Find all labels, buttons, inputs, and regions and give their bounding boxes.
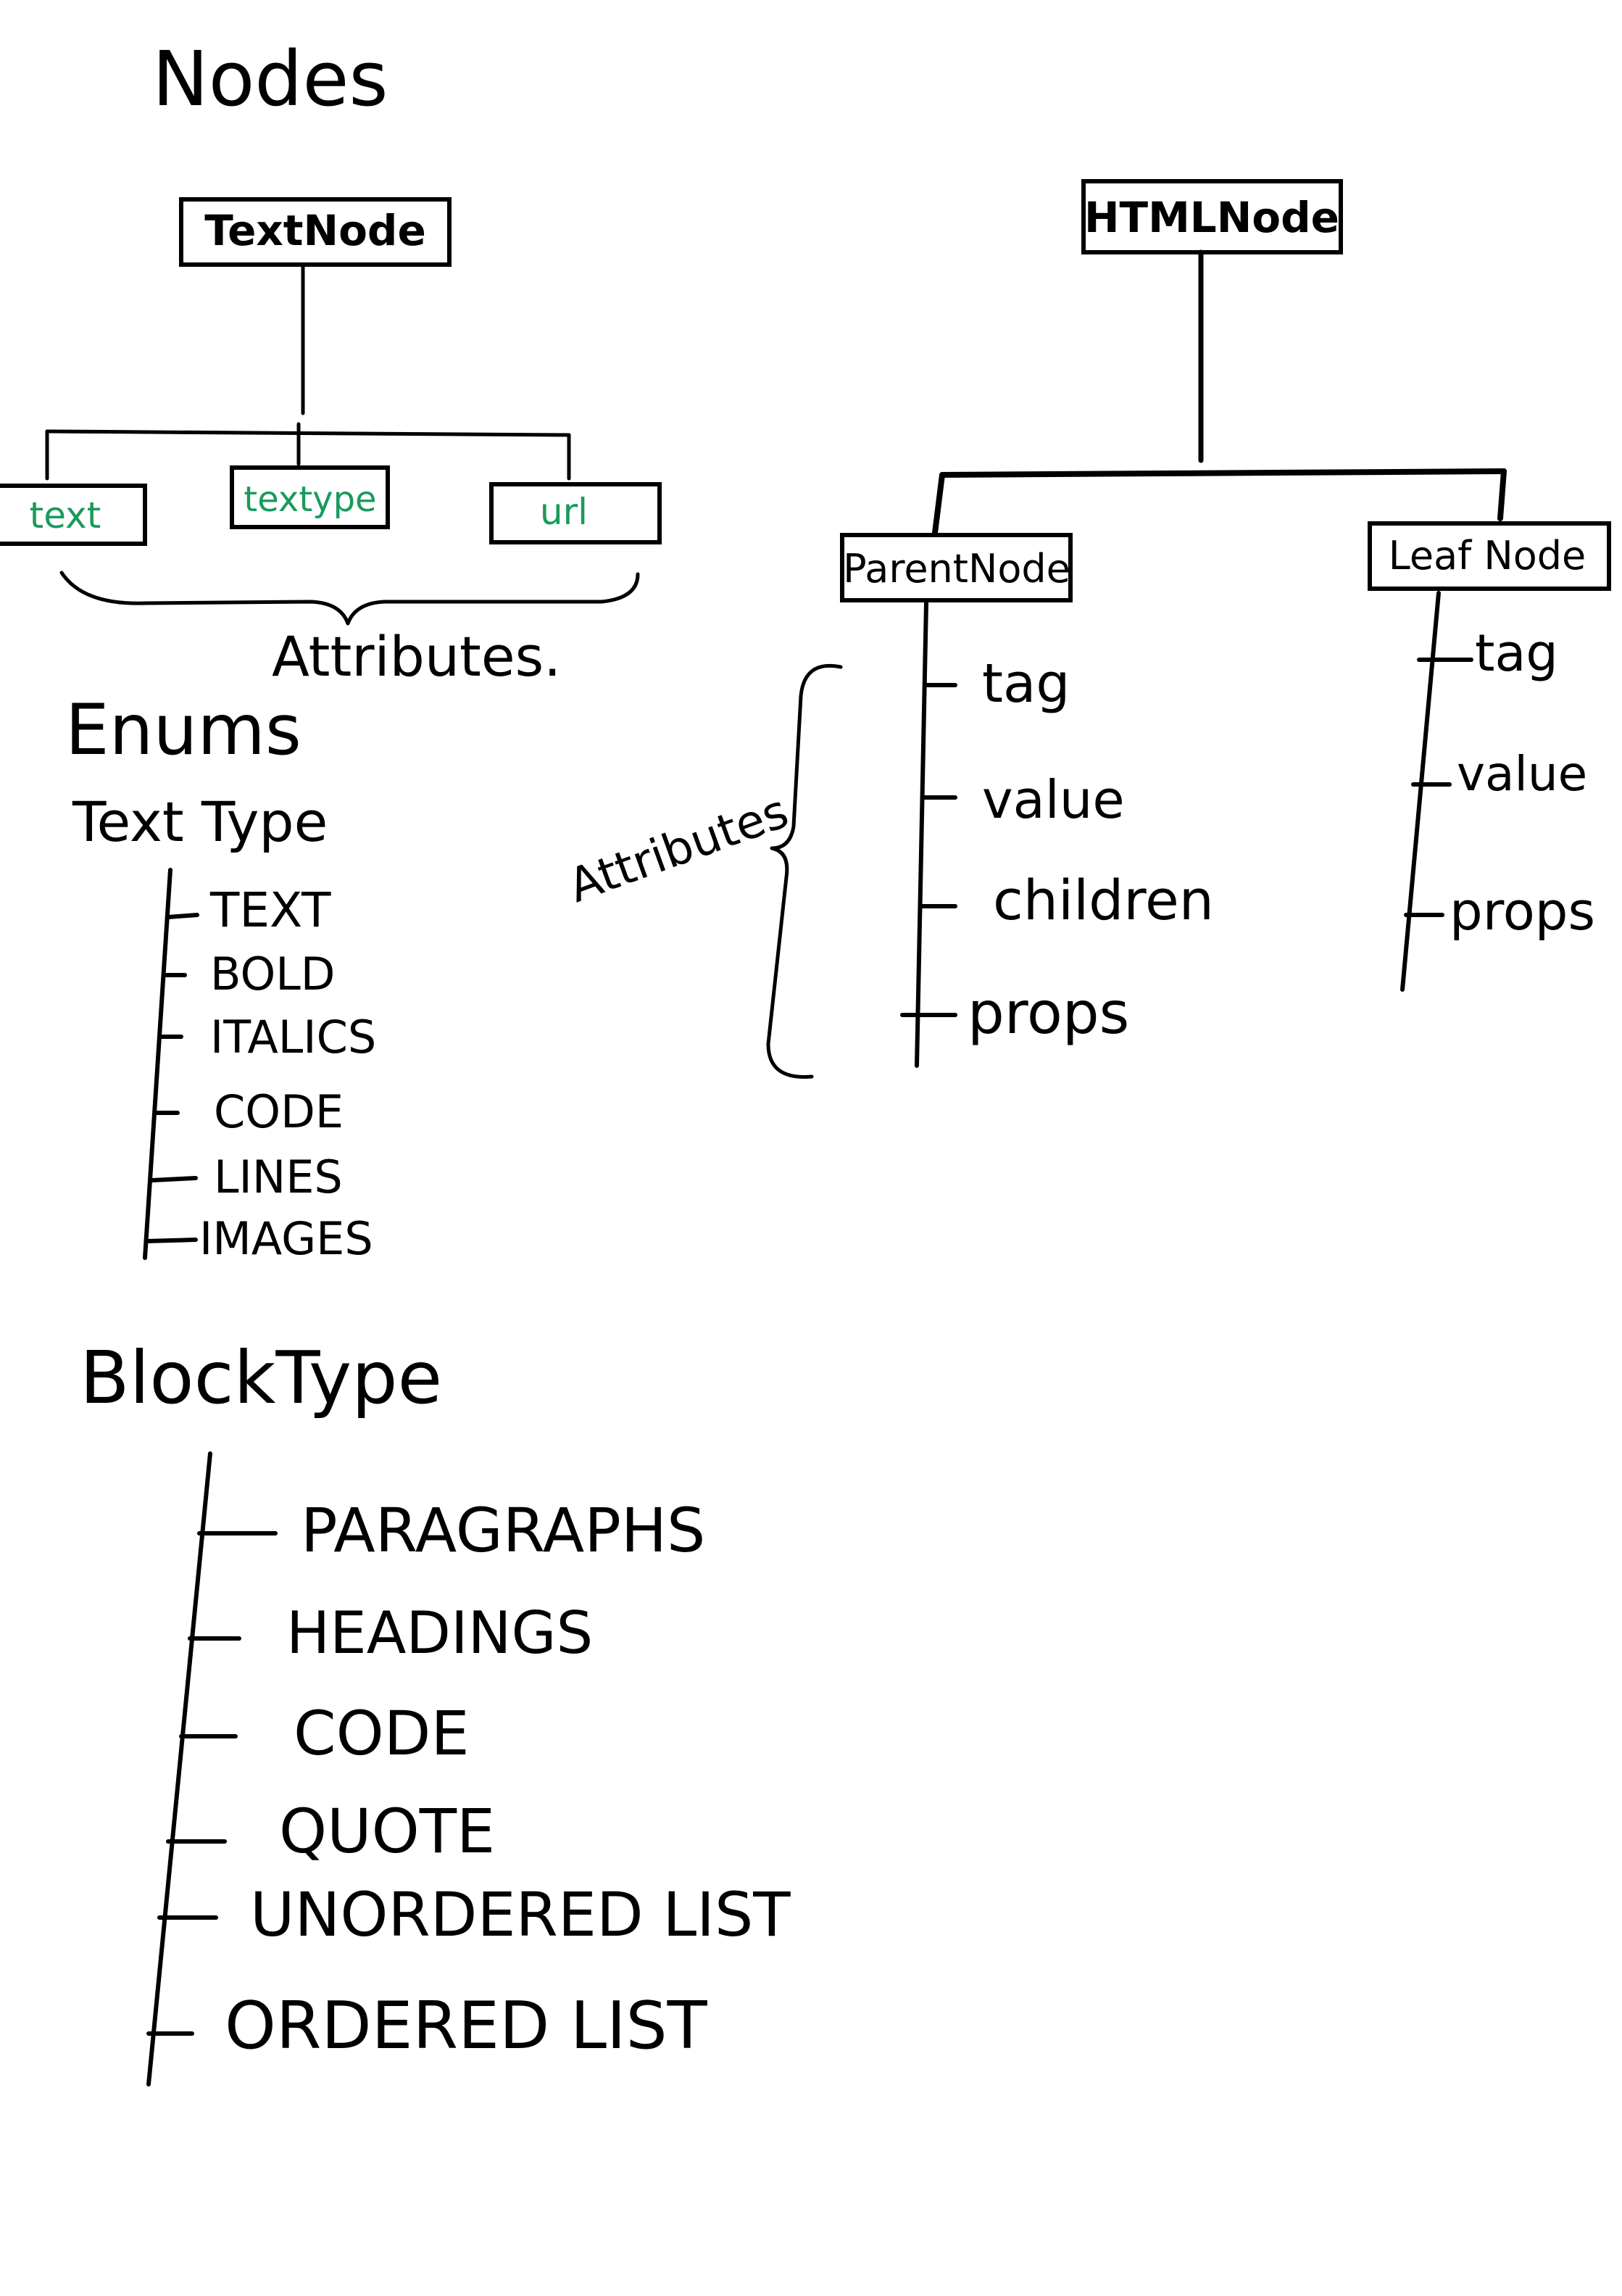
leaf-attr-value: value xyxy=(1457,746,1587,802)
parent-node-stem xyxy=(915,601,928,1068)
block-type-value-code: CODE xyxy=(294,1698,470,1769)
page-title: Nodes xyxy=(152,35,388,123)
html-node-branch-drop-left xyxy=(932,472,945,536)
text-type-value-text: TEXT xyxy=(209,882,331,938)
html-node-label: HTMLNode xyxy=(1084,193,1339,242)
block-type-value-quote: QUOTE xyxy=(279,1796,495,1867)
attribute-label-text: text xyxy=(30,494,101,536)
attribute-label-textype: textype xyxy=(244,479,376,520)
html-node-branch-bar xyxy=(939,468,1507,478)
text-node-box xyxy=(179,197,452,267)
parent-node-box xyxy=(840,533,1073,602)
block-type-value-paragraphs: PARAGRAPHS xyxy=(301,1495,705,1566)
parent-attr-tag: tag xyxy=(982,652,1070,715)
text-type-value-lines: LINES xyxy=(214,1151,343,1203)
parent-attributes-brace-label: Attributes xyxy=(562,784,795,913)
block-type-value-unordered: UNORDERED LIST xyxy=(250,1879,791,1950)
text-type-value-italics: ITALICS xyxy=(210,1011,376,1064)
text-node-label: TextNode xyxy=(204,206,426,255)
text-type-value-images: IMAGES xyxy=(199,1212,373,1265)
parent-attributes-brace xyxy=(766,663,843,1079)
text-type-stem xyxy=(143,868,172,1260)
enums-heading: Enums xyxy=(65,689,301,771)
block-type-stem xyxy=(146,1451,212,2086)
block-type-label: BlockType xyxy=(80,1335,442,1420)
leaf-attr-props: props xyxy=(1450,881,1595,942)
text-type-tick-text xyxy=(166,913,199,919)
attribute-box-textype xyxy=(230,465,390,529)
parent-attr-value: value xyxy=(982,769,1125,830)
text-type-value-bold: BOLD xyxy=(210,948,336,1000)
leaf-attr-tag: tag xyxy=(1475,623,1558,683)
html-node-tree: HTMLNode ParentNode tag value children p… xyxy=(562,179,1611,1079)
text-type-tick-lines xyxy=(150,1176,198,1182)
text-node-tree: TextNode text textype url Attributes. xyxy=(0,197,662,689)
attribute-box-url xyxy=(489,482,662,544)
parent-node-label: ParentNode xyxy=(843,546,1070,592)
text-type-value-code: CODE xyxy=(214,1085,344,1138)
text-node-branch-bar xyxy=(45,429,571,437)
block-type-value-headings: HEADINGS xyxy=(286,1599,593,1667)
attributes-brace-label: Attributes. xyxy=(272,624,561,689)
text-type-label: Text Type xyxy=(72,789,328,854)
attribute-label-url: url xyxy=(540,491,588,533)
block-type-value-ordered: ORDERED LIST xyxy=(225,1988,708,2064)
text-type-tick-images xyxy=(144,1238,198,1243)
parent-attr-children: children xyxy=(993,868,1214,932)
enums-section: Enums Text Type TEXT BOLD ITALICS CODE L… xyxy=(65,689,791,2086)
parent-attr-props: props xyxy=(968,979,1129,1047)
html-node-branch-drop-right xyxy=(1497,468,1507,521)
leaf-node-box xyxy=(1368,521,1611,591)
attributes-brace xyxy=(59,571,640,626)
leaf-node-stem xyxy=(1400,591,1441,992)
attribute-box-text xyxy=(0,484,147,546)
leaf-node-label: Leaf Node xyxy=(1389,533,1586,579)
html-node-box xyxy=(1081,179,1343,254)
